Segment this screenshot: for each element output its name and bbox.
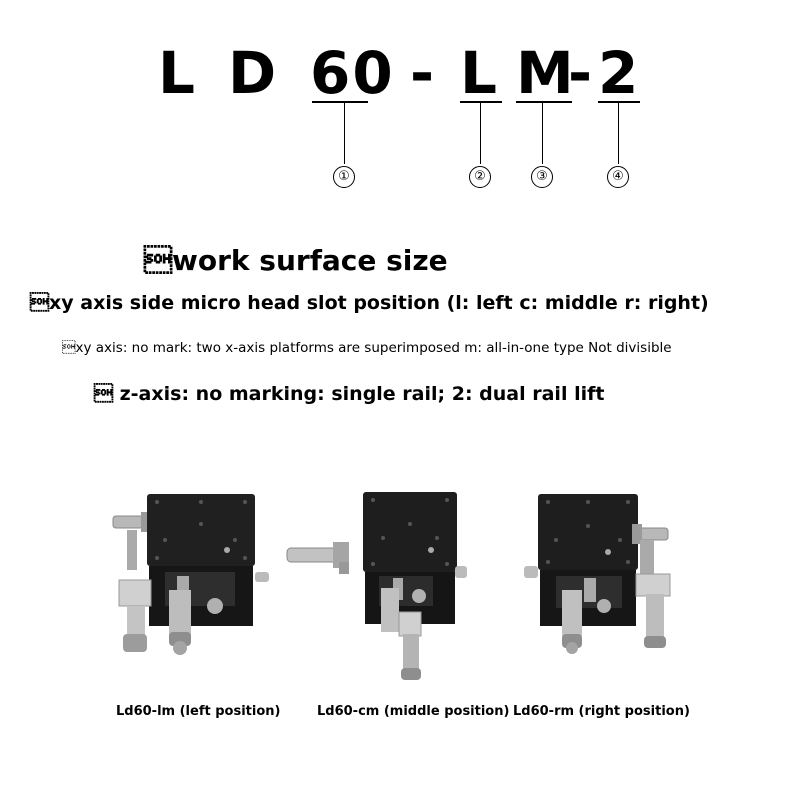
product-photo-left: [112, 494, 269, 655]
description-1: work surface size: [144, 244, 448, 277]
marker-1: ①: [333, 166, 355, 188]
leader-line-2: [480, 102, 481, 164]
caption-left-position: Ld60-lm (left position): [116, 704, 281, 719]
leader-line-1: [344, 102, 345, 164]
description-2: xy axis side micro head slot position (…: [30, 292, 709, 314]
leader-line-3: [542, 102, 543, 164]
caption-middle-position: Ld60-cm (middle position): [317, 704, 510, 719]
code-letter-l1: L: [158, 39, 197, 107]
marker-4: ④: [607, 166, 629, 188]
underline-2: [460, 101, 502, 103]
code-dash-2: -: [568, 39, 595, 107]
product-photo-middle: [286, 492, 467, 680]
description-4:  z-axis: no marking: single rail; 2: du…: [94, 383, 605, 405]
leader-line-4: [618, 102, 619, 164]
marker-3: ③: [531, 166, 553, 188]
code-letter-m: M: [516, 39, 576, 107]
code-size-60: 60: [310, 39, 395, 107]
underline-3: [516, 101, 572, 103]
caption-right-position: Ld60-rm (right position): [513, 704, 690, 719]
marker-2: ②: [469, 166, 491, 188]
code-digit-2: 2: [598, 39, 641, 107]
code-letter-d: D: [228, 39, 279, 107]
underline-1: [312, 101, 368, 103]
code-letter-l2: L: [460, 39, 499, 107]
product-photo-right: [524, 494, 671, 654]
underline-4: [598, 101, 640, 103]
description-3: xy axis: no mark: two x-axis platforms …: [62, 340, 672, 356]
code-dash-1: -: [410, 39, 437, 107]
